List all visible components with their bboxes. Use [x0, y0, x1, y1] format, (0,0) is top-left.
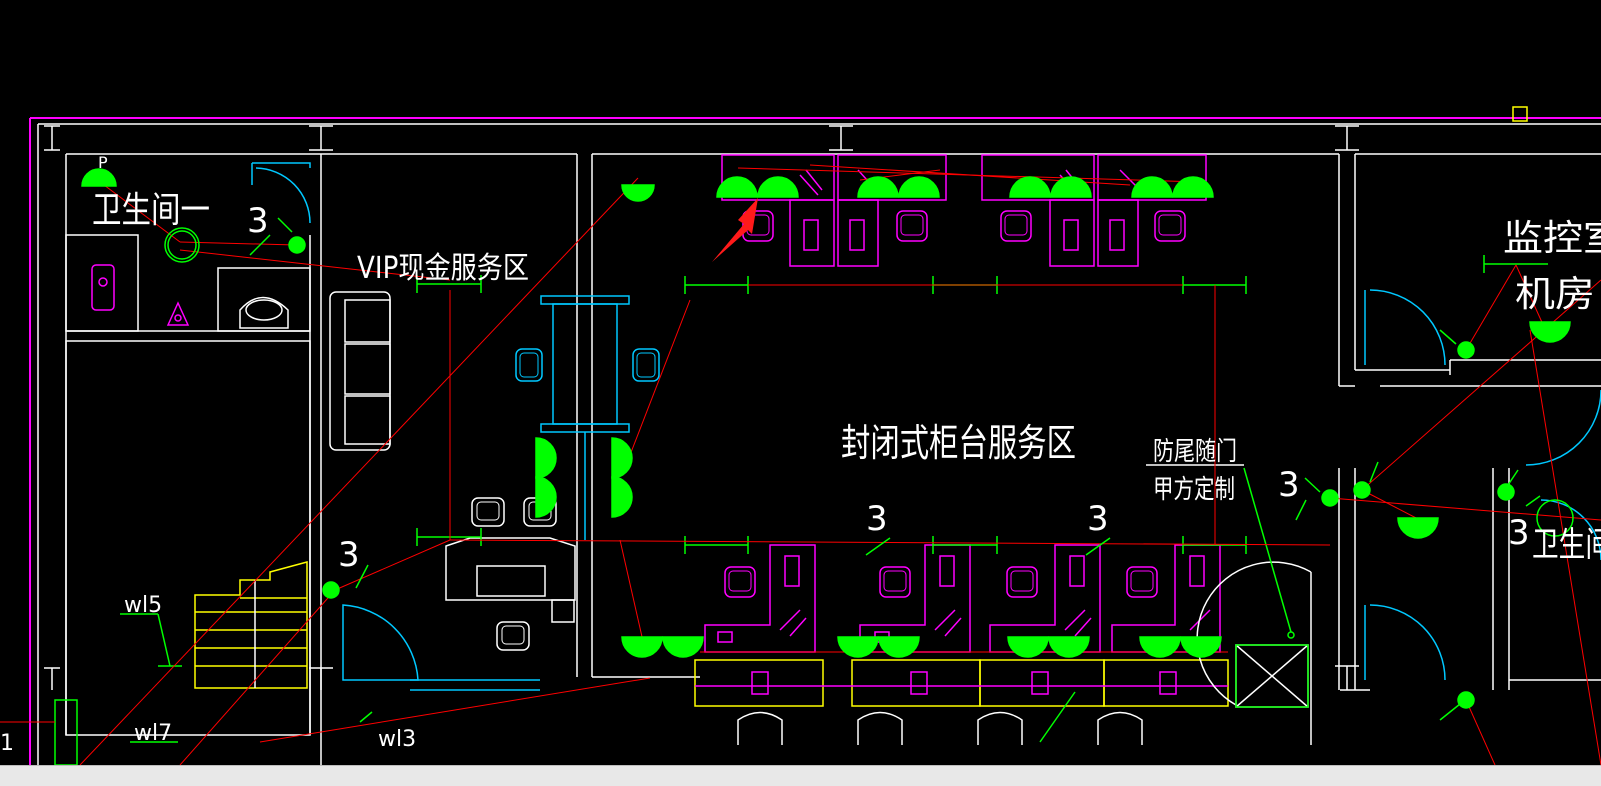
circuit-labels: wl5 wl7 wl3 3 3 3 3 3 3 1 — [0, 201, 1530, 756]
cad-drawing[interactable]: 卫生间一 P VIP现金服务区 封闭式柜台服务区 防尾随门 甲方定制 监控室 机… — [0, 0, 1601, 765]
label-wl7: wl7 — [134, 721, 172, 746]
label-wl5: wl5 — [124, 593, 162, 618]
wiring — [0, 164, 1601, 765]
label-circuit-3: 3 — [247, 201, 269, 241]
label-monitor-room: 监控室 — [1503, 218, 1601, 259]
label-circuit-3: 3 — [1278, 465, 1300, 505]
counter-seats — [751, 671, 1177, 695]
chair-icon — [724, 566, 1158, 598]
chair-icon — [471, 497, 557, 651]
vip-desk — [445, 537, 576, 623]
label-circuit-1: 1 — [0, 731, 14, 756]
label-circuit-3: 3 — [1087, 499, 1109, 539]
label-vip-cash-area: VIP现金服务区 — [357, 251, 529, 286]
red-arrow-icon — [712, 198, 758, 262]
chair-icon — [515, 348, 660, 382]
walls — [37, 123, 1601, 765]
building-boundary — [29, 106, 1601, 765]
anti-tailgate-door[interactable] — [1196, 561, 1312, 745]
sink-icon — [239, 296, 289, 329]
status-strip — [0, 765, 1601, 786]
label-anti-tailgate-2: 甲方定制 — [1153, 475, 1235, 505]
toilet-icon — [91, 264, 190, 326]
label-machine-room: 机房 — [1515, 274, 1595, 315]
lower-workstations — [704, 544, 1221, 653]
sofa — [329, 291, 391, 451]
stair-icon — [54, 561, 308, 765]
label-circuit-3: 3 — [866, 499, 888, 539]
customer-chairs — [737, 711, 1143, 745]
label-circuit-3: 3 — [1508, 513, 1530, 553]
label-anti-tailgate-1: 防尾随门 — [1153, 437, 1237, 467]
dimension-marks — [120, 255, 1548, 743]
chair-icon — [742, 210, 1186, 242]
room-labels: 卫生间一 P VIP现金服务区 封闭式柜台服务区 防尾随门 甲方定制 监控室 机… — [92, 153, 1601, 565]
upper-workstations — [721, 154, 1207, 267]
exhaust-fan — [164, 217, 1574, 589]
label-right-restroom: 卫生间 — [1532, 525, 1601, 565]
light-fixture-icon — [81, 168, 1571, 709]
door-swing-icon — [251, 162, 1601, 691]
label-closed-counter-area: 封闭式柜台服务区 — [841, 421, 1076, 465]
counter-strip — [694, 659, 1229, 707]
label-p-mark: P — [98, 153, 108, 172]
label-wl3: wl3 — [378, 727, 416, 752]
label-restroom: 卫生间一 — [92, 190, 210, 231]
label-circuit-3: 3 — [338, 535, 360, 575]
